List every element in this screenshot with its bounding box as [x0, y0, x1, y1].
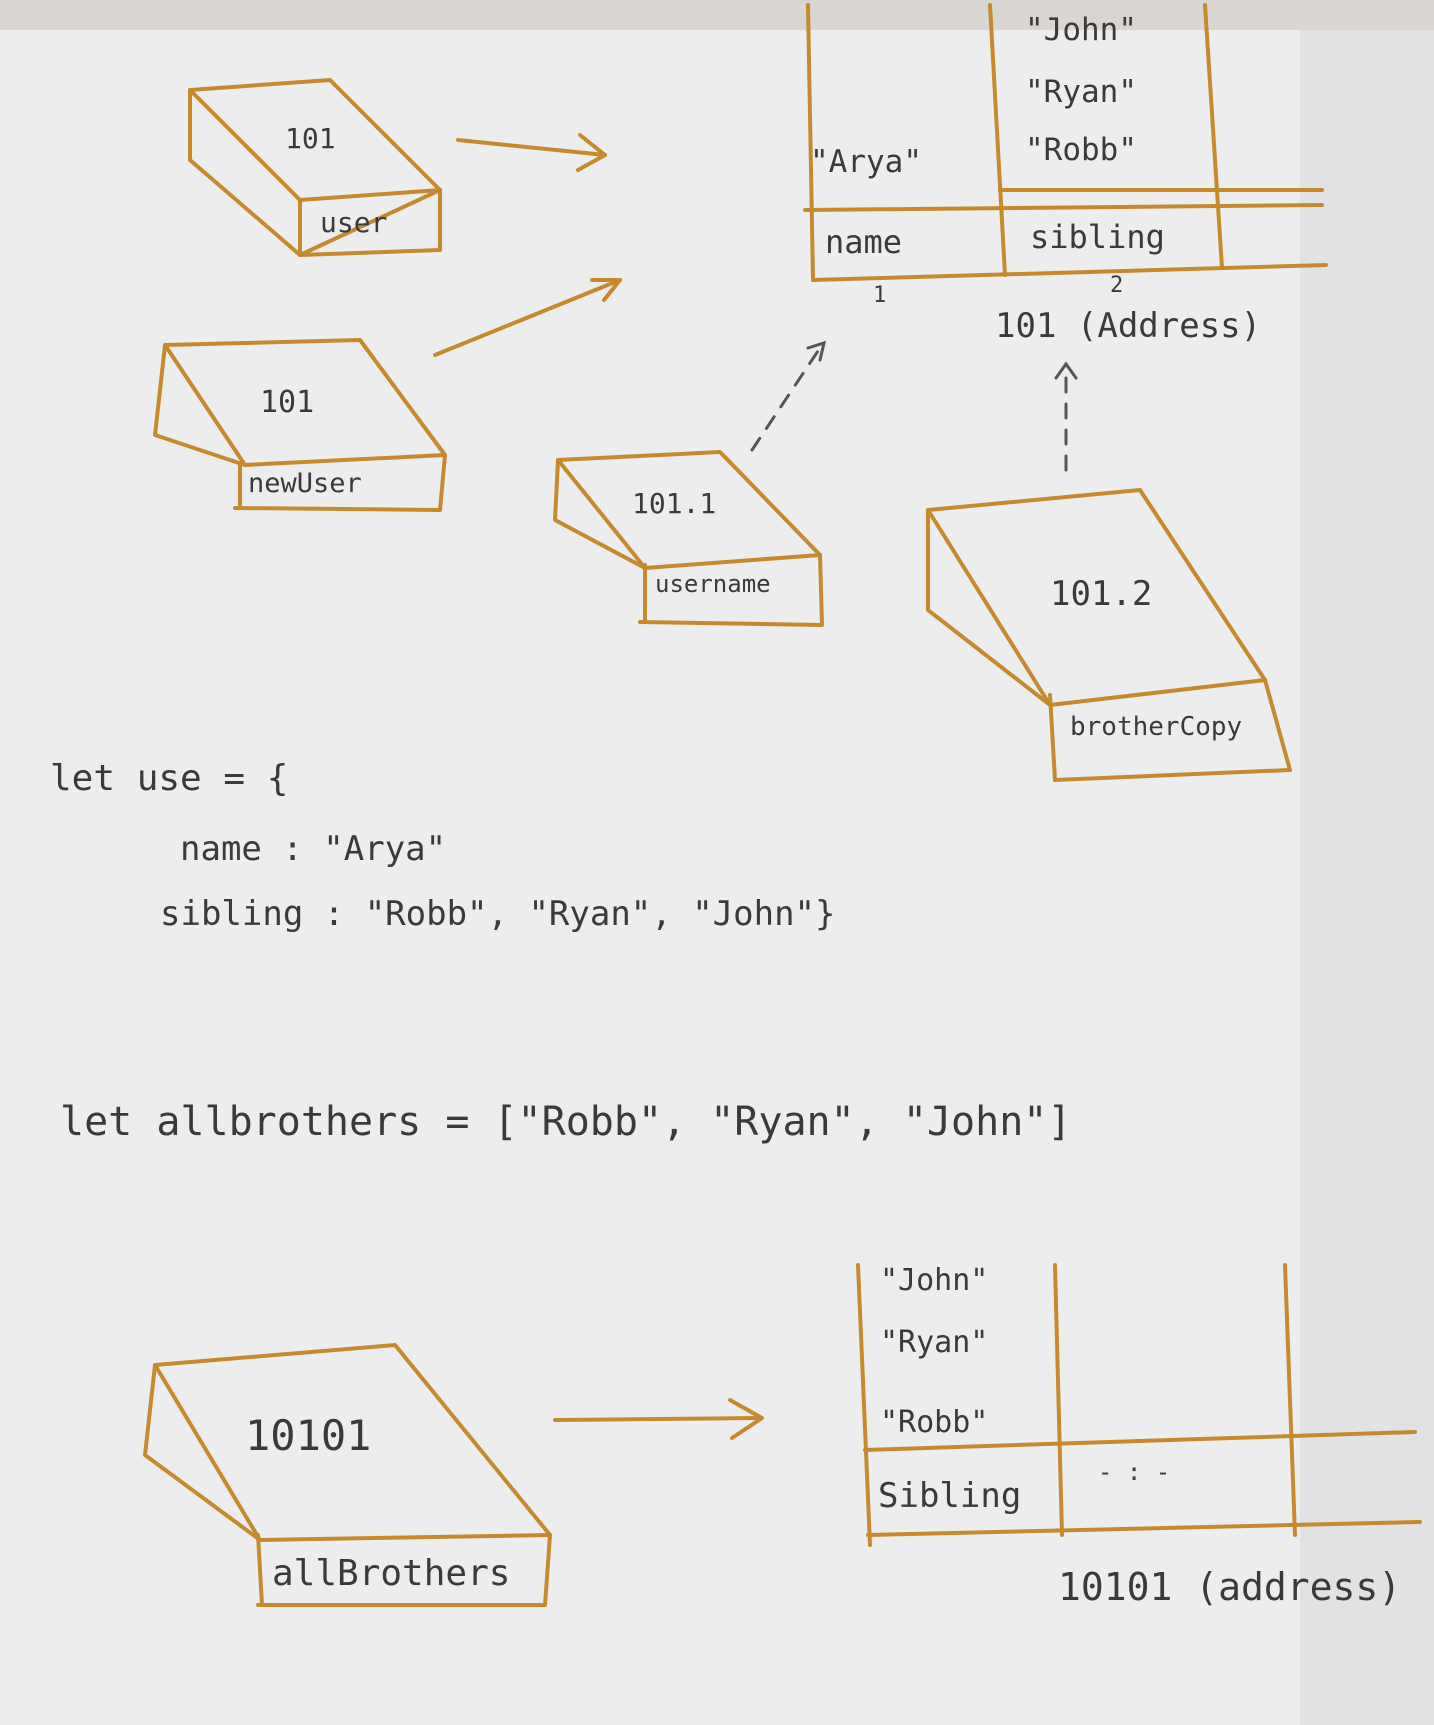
memory-box-allBrothers: 10101 allBrothers: [143, 1343, 552, 1607]
box-newUser-label: newUser: [248, 468, 362, 499]
bottom-sibling-value-1: "John": [880, 1263, 988, 1298]
top-header-name: name: [825, 223, 902, 261]
arrow-user-to-table: [456, 133, 607, 172]
memory-box-newUser: 101 newUser: [153, 338, 447, 512]
memory-box-brotherCopy: 101.2 brotherCopy: [926, 488, 1292, 782]
top-sibling-value-2: "Ryan": [1025, 74, 1137, 110]
heap-table-bottom: "John" "Ryan" "Robb" Sibling - : - 10101…: [856, 1263, 1422, 1609]
arrow-allBrothers-to-table: [553, 1398, 764, 1440]
top-index-2: 2: [1110, 273, 1123, 298]
top-address-caption: 101 (Address): [995, 306, 1261, 346]
bottom-empty-cell: - : -: [1098, 1458, 1170, 1486]
box-allBrothers-value: 10101: [245, 1411, 371, 1460]
box-username-label: username: [655, 570, 771, 598]
code-array-line: let allbrothers = ["Robb", "Ryan", "John…: [60, 1099, 1071, 1145]
bottom-header-sibling: Sibling: [878, 1476, 1021, 1516]
box-brotherCopy-value: 101.2: [1050, 574, 1152, 614]
bottom-sibling-value-3: "Robb": [880, 1405, 988, 1440]
top-sibling-value-1: "John": [1025, 12, 1137, 48]
box-user-label: user: [320, 206, 387, 239]
box-allBrothers-label: allBrothers: [272, 1553, 510, 1594]
dashed-arrow-username: [750, 340, 827, 452]
bottom-sibling-value-2: "Ryan": [880, 1325, 988, 1360]
bottom-address-caption: 10101 (address): [1058, 1565, 1401, 1609]
top-sibling-value-3: "Robb": [1025, 132, 1137, 168]
box-newUser-value: 101: [260, 385, 314, 420]
paper-sheet: [0, 30, 1434, 1725]
box-username-value: 101.1: [632, 487, 716, 520]
code-array-block: let allbrothers = ["Robb", "Ryan", "John…: [60, 1099, 1071, 1145]
code-object-line2: name : "Arya": [180, 829, 446, 869]
code-object-block: let use = { name : "Arya" sibling : "Rob…: [50, 758, 836, 934]
box-user-value: 101: [285, 122, 336, 155]
code-object-line3: sibling : "Robb", "Ryan", "John"}: [160, 894, 836, 934]
memory-box-username: 101.1 username: [553, 450, 824, 627]
top-header-sibling: sibling: [1030, 218, 1165, 256]
arrow-newUser-to-table: [433, 278, 622, 357]
top-name-value: "Arya": [810, 144, 922, 180]
box-brotherCopy-label: brotherCopy: [1070, 712, 1242, 742]
code-object-line1: let use = {: [50, 758, 288, 799]
memory-box-user: 101 user: [188, 78, 442, 257]
dashed-arrow-brotherCopy: [1054, 361, 1078, 472]
paper-right-shadow: [1300, 30, 1434, 1725]
top-index-1: 1: [873, 283, 886, 308]
heap-table-top: "Arya" "John" "Ryan" "Robb" name sibling…: [803, 3, 1328, 346]
